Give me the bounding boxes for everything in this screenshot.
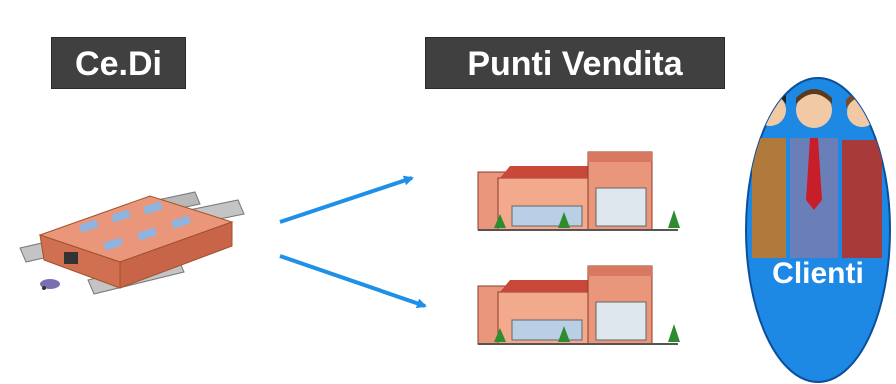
warehouse-icon <box>19 191 245 295</box>
arrow-to-store-1 <box>279 175 414 224</box>
customers-group: Clienti <box>745 77 891 383</box>
arrow-to-store-2 <box>279 254 427 309</box>
store-icon <box>477 151 680 231</box>
stores-label: Punti Vendita <box>425 37 725 89</box>
store-icon <box>477 265 680 345</box>
warehouse-label: Ce.Di <box>51 37 186 89</box>
customers-label: Clienti <box>772 257 864 290</box>
